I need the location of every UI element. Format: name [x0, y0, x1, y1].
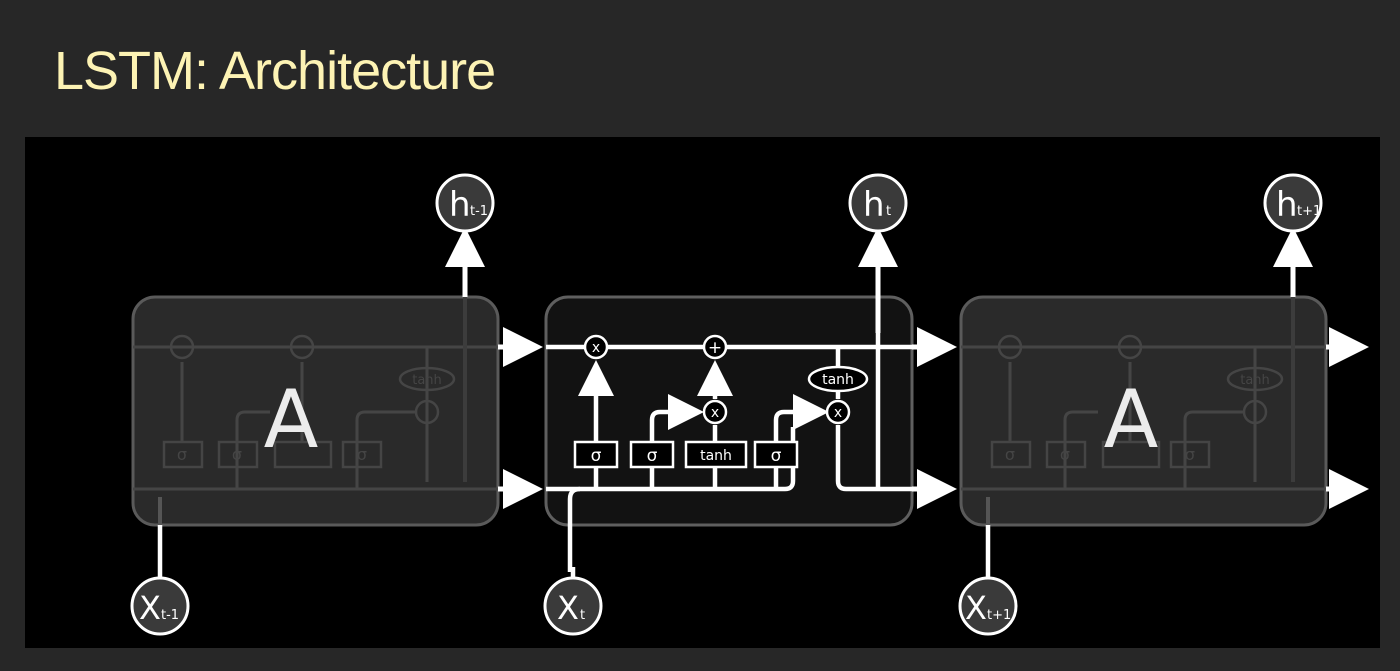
svg-text:X: X: [557, 589, 579, 627]
svg-text:σ: σ: [1005, 445, 1015, 464]
svg-text:σ: σ: [232, 445, 242, 464]
svg-text:t-1: t-1: [470, 204, 488, 219]
svg-text:t-1: t-1: [161, 608, 179, 623]
middle-gates: x + x x tanh σ σ tanh σ: [573, 334, 869, 469]
input-connectors: [157, 525, 991, 578]
svg-text:t+1: t+1: [987, 608, 1011, 623]
svg-text:h: h: [863, 185, 885, 225]
svg-text:tanh: tanh: [1240, 373, 1270, 388]
svg-text:σ: σ: [1185, 445, 1195, 464]
svg-text:σ: σ: [1060, 445, 1070, 464]
gate-output-label: σ: [771, 446, 782, 466]
cell-add-node: [702, 334, 728, 360]
input-node-x-t-plus-1: X t+1: [958, 576, 1018, 636]
module-right-label: A: [1104, 373, 1159, 466]
lstm-diagram: σ σ σ tanh A σ σ σ: [130, 173, 1369, 636]
left-gate-label: σ: [177, 445, 187, 464]
gate-input-label: σ: [647, 446, 658, 466]
output-multiply-node: [825, 399, 851, 425]
module-left-label: A: [264, 373, 319, 466]
recurrent-arrows: [498, 327, 1369, 509]
svg-text:x: x: [834, 405, 842, 421]
output-node-h-t: h t: [848, 173, 908, 233]
gate-box-candidate: [684, 440, 748, 469]
gate-candidate-label: tanh: [700, 448, 732, 464]
forget-multiply-node: [583, 334, 609, 360]
svg-text:h: h: [1276, 185, 1298, 225]
svg-text:+: +: [708, 338, 722, 358]
input-node-x-t: X t: [543, 576, 603, 636]
svg-text:x: x: [711, 405, 719, 421]
svg-text:σ: σ: [357, 445, 367, 464]
svg-text:t+1: t+1: [1297, 204, 1321, 219]
svg-text:x: x: [592, 340, 600, 356]
output-node-h-t-1: h t-1: [435, 173, 495, 233]
tanh-ellipse: [807, 365, 869, 393]
output-node-h-t-plus-1: h t+1: [1263, 173, 1323, 233]
svg-text:h: h: [449, 185, 471, 225]
module-right: σ σ σ tanh A: [959, 295, 1328, 527]
tanh-label: tanh: [822, 372, 854, 388]
svg-text:t: t: [580, 608, 585, 623]
lstm-diagram-panel: σ σ σ tanh A σ σ σ: [25, 137, 1380, 648]
input-multiply-node: [702, 399, 728, 425]
svg-text:tanh: tanh: [412, 373, 442, 388]
page-title: LSTM: Architecture: [54, 41, 496, 101]
gate-forget-label: σ: [591, 446, 602, 466]
svg-text:X: X: [965, 589, 987, 627]
svg-text:X: X: [139, 589, 161, 627]
gate-box-input: [629, 440, 675, 469]
svg-text:t: t: [886, 204, 891, 219]
gate-box-output: [753, 440, 799, 469]
module-left: σ σ σ tanh A: [131, 295, 500, 527]
output-connectors: [445, 227, 1313, 333]
gate-box-forget: [573, 440, 619, 469]
input-node-x-t-1: X t-1: [130, 576, 190, 636]
